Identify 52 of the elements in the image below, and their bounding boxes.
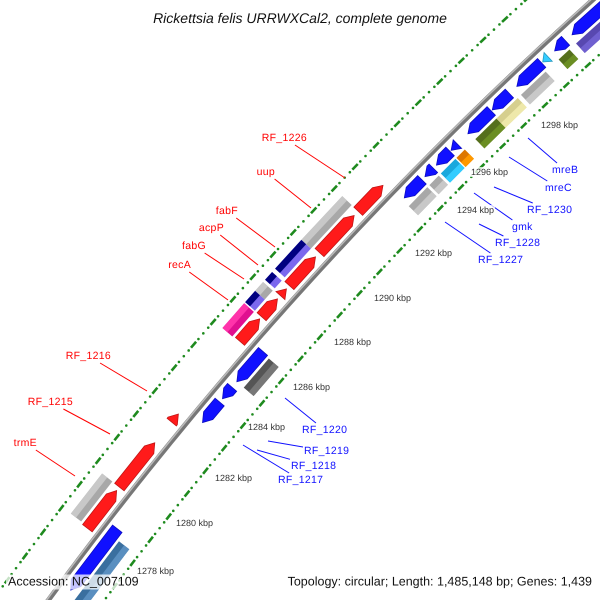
leader-line <box>274 178 312 208</box>
gene-label: RF_1220 <box>302 424 348 436</box>
scale-label: 1282 kbp <box>214 473 254 483</box>
leader-line <box>444 222 491 254</box>
leader-line <box>242 444 290 474</box>
gene-label: RF_1216 <box>66 350 111 362</box>
leader-line <box>474 192 513 220</box>
leader-line <box>494 186 534 204</box>
gene-label: mreB <box>552 164 578 176</box>
scale-label: 1286 kbp <box>292 382 332 392</box>
leader-line <box>268 440 304 448</box>
gene-label: uup <box>256 166 275 178</box>
leader-line <box>294 144 346 178</box>
leader-line <box>188 272 228 300</box>
leader-line <box>35 450 76 476</box>
scale-label: 1296 kbp <box>470 167 510 177</box>
gene-label: RF_1217 <box>278 474 324 486</box>
gene-label: RF_1218 <box>291 460 336 472</box>
scale-label: 1278 kbp <box>136 566 176 576</box>
scale-label: 1290 kbp <box>373 293 412 303</box>
leader-line <box>528 138 558 164</box>
leader-line <box>284 398 316 424</box>
leader-line <box>204 252 244 280</box>
gene-label: RF_1230 <box>527 204 572 216</box>
leader-line <box>220 234 258 266</box>
gene-label: RF_1226 <box>262 132 307 144</box>
gene-label: recA <box>168 259 191 271</box>
leader-line <box>100 362 148 392</box>
scale-label: 1280 kbp <box>175 518 214 528</box>
gene-label: acpP <box>198 222 224 234</box>
gene-label: RF_1228 <box>495 237 540 249</box>
leader-line <box>508 156 548 182</box>
leader-line <box>478 224 504 236</box>
map-title: Rickettsia felis URRWXCal2, complete genome <box>153 10 447 26</box>
gene-label: trmE <box>14 437 37 449</box>
gene-label: RF_1219 <box>304 445 350 457</box>
gene-label: RF_1215 <box>28 396 73 408</box>
gene-label: RF_1227 <box>478 254 524 266</box>
scale-label: 1284 kbp <box>247 422 286 432</box>
scale-label: 1298 kbp <box>540 120 580 130</box>
leader-line <box>256 450 290 460</box>
gene-label: fabF <box>216 205 238 217</box>
scale-label: 1294 kbp <box>456 205 496 215</box>
leader-line <box>236 218 276 248</box>
leader-line <box>62 408 110 434</box>
scale-label: 1288 kbp <box>333 337 372 347</box>
genome-summary: Topology: circular; Length: 1,485,148 bp; Genes: 1,439 <box>286 574 594 590</box>
gene-label: mreC <box>545 182 572 194</box>
gene-label: fabG <box>182 240 206 252</box>
accession-label: Accession: NC_007109 <box>6 574 141 590</box>
scale-label: 1292 kbp <box>414 248 454 258</box>
gene-label: gmk <box>512 221 533 233</box>
